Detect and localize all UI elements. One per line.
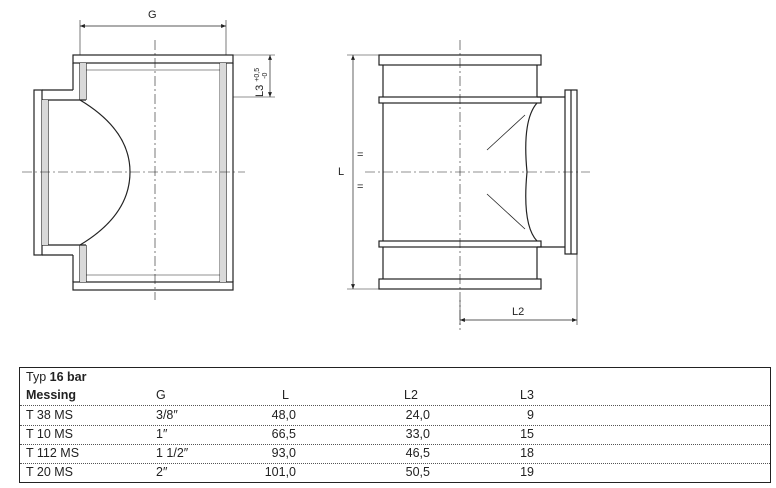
cell-name: T 20 MS bbox=[26, 465, 74, 479]
cell-l: 93,0 bbox=[271, 446, 296, 460]
material-label: Messing bbox=[26, 388, 77, 402]
dim-equal-lower: = bbox=[357, 181, 363, 193]
cell-l2: 46,5 bbox=[405, 446, 430, 460]
cell-g: 1 1/2″ bbox=[156, 446, 189, 460]
cell-l2: 33,0 bbox=[405, 427, 430, 441]
cell-name: T 38 MS bbox=[26, 408, 74, 422]
dim-l-label: L bbox=[338, 166, 344, 178]
table-header-type: Typ 16 bar bbox=[20, 369, 770, 387]
cell-g: 2″ bbox=[156, 465, 168, 479]
cell-l2: 24,0 bbox=[405, 408, 430, 422]
side-view bbox=[347, 40, 590, 330]
dim-l2-label: L2 bbox=[512, 306, 524, 318]
cell-l: 48,0 bbox=[271, 408, 296, 422]
cell-l3: 9 bbox=[527, 408, 534, 422]
table-row: T 38 MS 3/8″ 48,0 24,0 9 bbox=[20, 407, 770, 426]
cell-l3: 19 bbox=[520, 465, 534, 479]
table-header-columns: Messing G L L2 L3 bbox=[20, 387, 770, 406]
cell-l: 101,0 bbox=[264, 465, 296, 479]
column-header-l: L bbox=[282, 388, 289, 402]
spec-table: Typ 16 bar Messing G L L2 L3 T 38 MS 3/8… bbox=[19, 367, 771, 483]
dim-equal-upper: = bbox=[357, 149, 363, 161]
pressure-rating: 16 bar bbox=[49, 370, 87, 384]
cell-l3: 15 bbox=[520, 427, 534, 441]
cell-g: 3/8″ bbox=[156, 408, 178, 422]
column-header-l2: L2 bbox=[404, 388, 418, 402]
technical-drawing: G L3 +0,5 -0 bbox=[22, 9, 590, 330]
cell-name: T 112 MS bbox=[26, 446, 80, 460]
type-prefix: Typ bbox=[26, 370, 47, 384]
table-row: T 20 MS 2″ 101,0 50,5 19 bbox=[20, 464, 770, 482]
column-header-g: G bbox=[156, 388, 166, 402]
cell-l: 66,5 bbox=[271, 427, 296, 441]
cell-l2: 50,5 bbox=[405, 465, 430, 479]
table-row: T 112 MS 1 1/2″ 93,0 46,5 18 bbox=[20, 445, 770, 464]
section-view bbox=[22, 20, 275, 300]
dim-l3-label: L3 +0,5 -0 bbox=[250, 65, 269, 97]
cell-g: 1″ bbox=[156, 427, 168, 441]
column-header-l3: L3 bbox=[520, 388, 534, 402]
dim-g-label: G bbox=[148, 9, 157, 21]
cell-l3: 18 bbox=[520, 446, 534, 460]
cell-name: T 10 MS bbox=[26, 427, 74, 441]
table-row: T 10 MS 1″ 66,5 33,0 15 bbox=[20, 426, 770, 445]
